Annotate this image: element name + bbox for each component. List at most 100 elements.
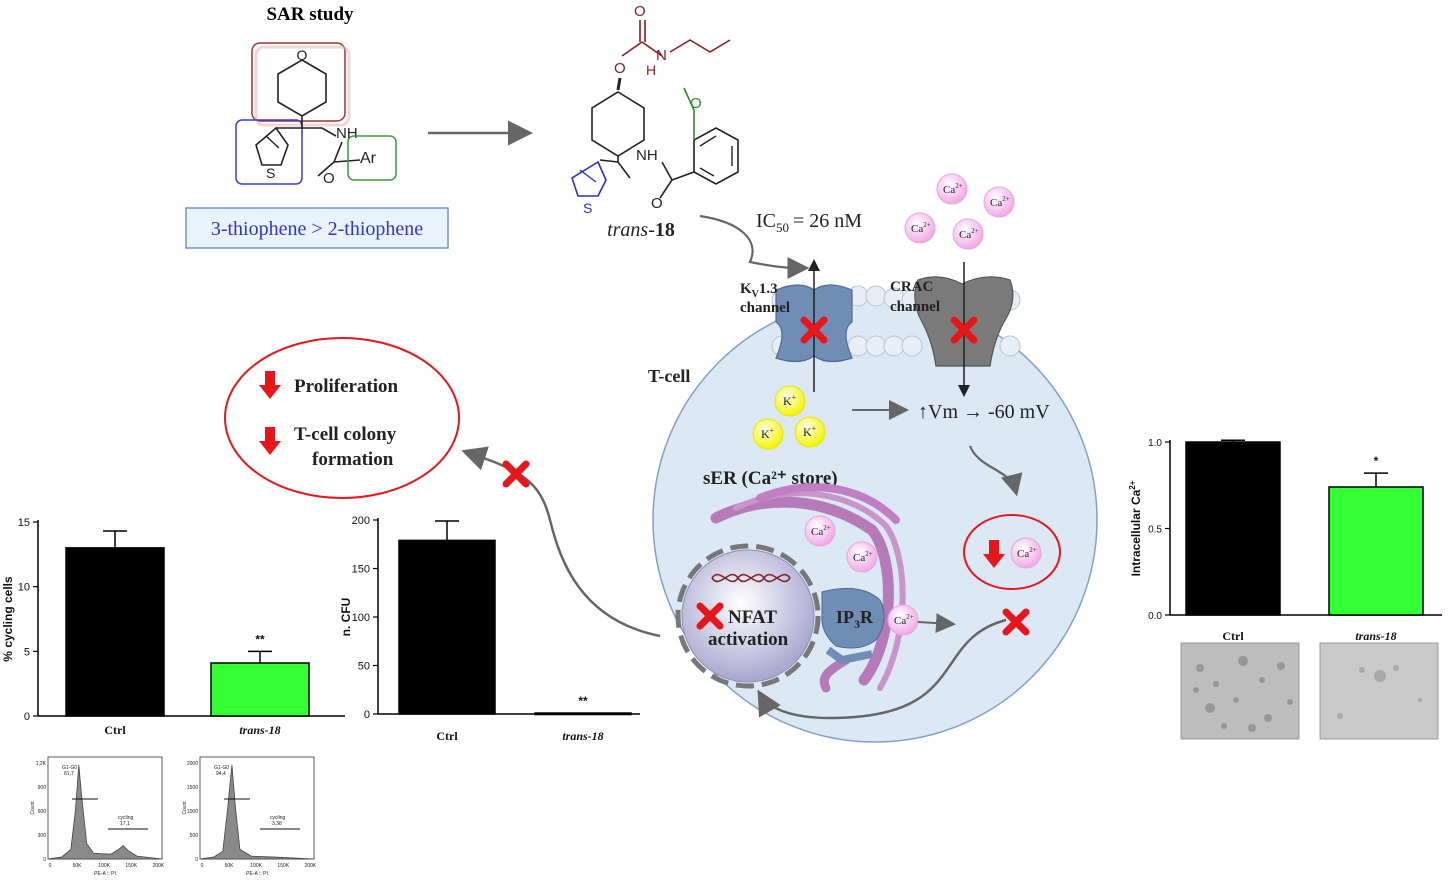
compound-sulfur: S xyxy=(583,200,592,216)
y-tick-label: 0 xyxy=(364,709,370,721)
significance-label: ** xyxy=(578,694,588,708)
aryl-box xyxy=(347,135,397,181)
sar-panel: SAR study O S NH O Ar 3-thiophene > 2-th… xyxy=(185,4,449,249)
y-tick-label: 5 xyxy=(24,646,30,658)
y-tick-label: 0.5 xyxy=(1148,525,1162,536)
gate-cycling-label: cycling xyxy=(118,815,134,821)
hist-y-tick: 1,2K xyxy=(36,761,47,767)
category-label: trans-18 xyxy=(1355,629,1396,643)
svg-text:IC50= 26 nM: IC50= 26 nM xyxy=(756,210,862,235)
hist-y-tick: 900 xyxy=(38,785,47,791)
gate-g1-label: G1-G0 xyxy=(62,765,77,771)
histogram-frame xyxy=(199,756,315,860)
sar-title: SAR study xyxy=(266,4,354,25)
hist-x-tick: 0 xyxy=(201,863,204,869)
y-tick-label: 0.0 xyxy=(1148,611,1162,622)
t-cell-label: T-cell xyxy=(648,366,690,386)
thiophene-rule: 3-thiophene > 2-thiophene xyxy=(211,218,423,240)
gate-cycling-label: cycling xyxy=(270,815,286,821)
outcome-colony-2: formation xyxy=(312,449,394,470)
pyran-o: O xyxy=(297,47,308,63)
y-tick-label: 200 xyxy=(352,515,370,527)
gate-g1-label: G1-G0 xyxy=(214,765,229,771)
hist-x-tick: 50K xyxy=(73,863,83,869)
svg-text:Ca2+: Ca2+ xyxy=(853,550,873,564)
hist-y-tick: 1000 xyxy=(187,809,198,815)
category-label: trans-18 xyxy=(562,729,603,743)
kv13-label: KV1.3 xyxy=(740,281,778,300)
outcome-colony-1: T-cell colony xyxy=(294,424,397,445)
micrograph-trans18 xyxy=(1319,642,1439,740)
compound-trans18: O O N H S NH O O trans-18 xyxy=(571,3,739,241)
y-axis-label: Intracellular Ca2+ xyxy=(1128,480,1143,576)
ca-to-nfat-arrow xyxy=(757,618,1007,720)
svg-text:K+: K+ xyxy=(761,426,775,441)
kv13-channel-word: channel xyxy=(740,300,790,316)
histogram-distribution xyxy=(47,764,163,860)
hist-y-tick: 500 xyxy=(190,833,199,839)
sar-ar: Ar xyxy=(360,150,377,167)
hist-y-tick: 2000 xyxy=(187,761,198,767)
sar-nh: NH xyxy=(336,125,358,142)
svg-text:K+: K+ xyxy=(783,393,797,408)
ser-ca-ions: Ca2+ Ca2+ xyxy=(804,515,878,573)
category-label: Ctrl xyxy=(104,723,126,737)
vm-text: ↑Vm → -60 mV xyxy=(918,401,1050,423)
thiophene-box xyxy=(235,119,303,185)
extracellular-ca-ions: Ca2+ Ca2+ Ca2+ Ca2+ xyxy=(904,173,1015,250)
svg-text:Ca2+: Ca2+ xyxy=(990,195,1010,209)
hist-x-tick: 0 xyxy=(49,863,52,869)
hist-x-tick: 200K xyxy=(304,863,316,869)
flow-histogram-trans18: G1-G094,4cycling3,380500100015002000Coun… xyxy=(182,756,317,877)
k-ions: K+ K+ K+ xyxy=(752,385,826,450)
y-tick-label: 1.0 xyxy=(1148,438,1162,449)
y-axis-label: % cycling cells xyxy=(1,576,15,662)
hist-x-tick: 100K xyxy=(98,863,110,869)
micrograph-ctrl xyxy=(1180,642,1300,740)
category-label: Ctrl xyxy=(1222,629,1244,643)
bar-trans18 xyxy=(210,662,310,717)
hist-y-tick: 0 xyxy=(195,857,198,863)
outcome-proliferation: Proliferation xyxy=(294,376,399,397)
significance-label: * xyxy=(1374,454,1379,468)
y-tick-label: 0 xyxy=(24,711,30,723)
sar-sulfur: S xyxy=(266,165,275,181)
compound-to-kv-arrow xyxy=(699,214,810,279)
hist-y-label: Count xyxy=(182,801,188,815)
svg-text:Ca2+: Ca2+ xyxy=(811,524,831,538)
sar-o: O xyxy=(323,170,335,187)
histogram-distribution xyxy=(199,764,315,860)
thiophene-rule-box xyxy=(185,207,449,249)
bar-trans18 xyxy=(1328,486,1424,616)
kv13-channel xyxy=(775,259,853,392)
y-axis-label: n. CFU xyxy=(339,598,353,637)
category-label: Ctrl xyxy=(436,729,458,743)
outcome-block-x xyxy=(506,464,526,484)
hist-y-tick: 300 xyxy=(38,833,47,839)
svg-text:K+: K+ xyxy=(803,424,817,439)
compound-nh: NH xyxy=(636,147,658,164)
vm-to-ca-arrow xyxy=(968,445,1023,497)
hist-x-tick: 50K xyxy=(225,863,235,869)
category-label: trans-18 xyxy=(239,723,280,737)
hist-x-tick: 100K xyxy=(250,863,262,869)
crac-channel-word: channel xyxy=(890,299,940,315)
hist-y-tick: 1500 xyxy=(187,785,198,791)
ip3r xyxy=(821,587,885,665)
ip3r-ca-arrow xyxy=(917,613,956,634)
y-tick-label: 50 xyxy=(358,661,370,673)
bar-ctrl xyxy=(1185,441,1281,616)
outcome-box xyxy=(224,337,460,499)
compound-name: trans-18 xyxy=(607,219,675,241)
thiophene-ring xyxy=(255,126,289,166)
hist-x-tick: 150K xyxy=(125,863,137,869)
gate-cycling-value: 3,38 xyxy=(272,821,282,827)
carbamate-o-ester: O xyxy=(614,60,626,77)
ip3r-label: IP3R xyxy=(836,607,874,631)
nfat-line2: activation xyxy=(708,629,789,650)
hist-y-tick: 600 xyxy=(38,809,47,815)
